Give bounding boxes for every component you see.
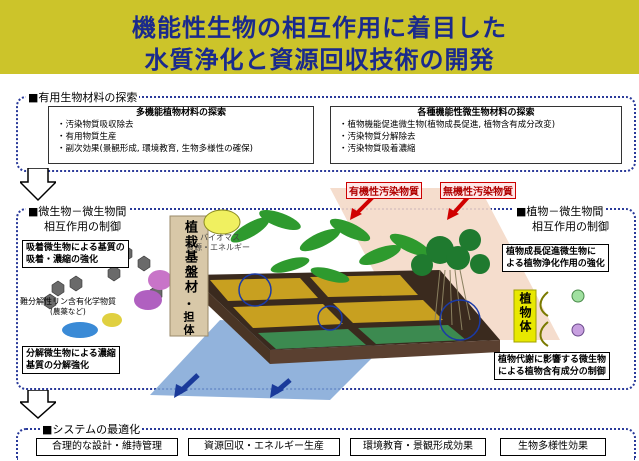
degradation-line-2: 基質の分解強化 bbox=[26, 361, 90, 371]
plant-body-shapes bbox=[539, 291, 549, 347]
microbe-materials-item: ・汚染物質分解除去 bbox=[339, 132, 416, 142]
metabolism-line-1: 植物代謝に影響する微生物 bbox=[498, 355, 607, 365]
compound-sublabel: (農薬など) bbox=[50, 307, 86, 316]
materials-section bbox=[16, 96, 636, 172]
materials-label: ■有用生物材料の探索 bbox=[26, 89, 140, 105]
microbe-icon bbox=[571, 289, 585, 303]
adsorption-line-2: 吸着・濃縮の強化 bbox=[26, 255, 99, 265]
growth-promotion-box: 植物成長促進微生物に よる植物浄化作用の強化 bbox=[502, 244, 609, 272]
microbe-materials-item: ・植物機能促進微生物(植物成長促進, 植物含有成分改変) bbox=[339, 120, 556, 130]
organic-pollutant-label: 有機性汚染物質 bbox=[346, 182, 422, 199]
highlight-circle bbox=[317, 305, 343, 331]
plant-materials-item: ・有用物質生産 bbox=[57, 132, 117, 142]
plant-materials-item: ・副次効果(景観形成, 環境教育, 生物多様性の確保) bbox=[57, 144, 253, 154]
microbe-blob bbox=[134, 290, 162, 310]
water-plants bbox=[411, 229, 490, 276]
microbe-blob bbox=[102, 313, 122, 327]
platform-side bbox=[190, 275, 270, 364]
platform-edge bbox=[270, 340, 500, 364]
pollutant-flow-band bbox=[330, 188, 560, 340]
optimization-item: 環境教育・景観形成効果 bbox=[350, 438, 486, 456]
inorganic-pollutant-label: 無機性汚染物質 bbox=[440, 182, 516, 199]
compound-label: 難分解性リン含有化学物質 bbox=[20, 297, 116, 306]
title-line-2: 水質浄化と資源回収技術の開発 bbox=[144, 46, 495, 74]
microbe-materials-item: ・汚染物質吸着濃縮 bbox=[339, 144, 416, 154]
microbe-interaction-label: ■微生物－微生物間 bbox=[26, 203, 129, 219]
plant-body-column bbox=[513, 289, 537, 343]
microbe-materials-header: 各種機能性微生物材料の探索 bbox=[417, 108, 535, 118]
metabolism-line-2: による植物含有成分の制御 bbox=[498, 367, 606, 377]
adsorption-box: 吸着微生物による基質の 吸着・濃縮の強化 bbox=[22, 240, 129, 268]
plant-body-label: 植物体 bbox=[518, 292, 532, 334]
highlight-circle bbox=[238, 273, 272, 307]
resource-energy-label: 資源・エネルギー bbox=[186, 243, 250, 252]
biomass-icon bbox=[203, 209, 241, 235]
plant-interaction-label: ■植物－微生物間 bbox=[514, 203, 606, 219]
optimization-item: 資源回収・エネルギー生産 bbox=[188, 438, 340, 456]
biomass-label: バイオマス bbox=[200, 233, 240, 242]
plant-materials-header: 多機能植物材料の探索 bbox=[135, 108, 226, 118]
microbe-materials-panel: 各種機能性微生物材料の探索 ・植物機能促進微生物(植物成長促進, 植物含有成分改… bbox=[330, 106, 622, 164]
carrier-sublabel: ・担体 bbox=[182, 298, 195, 337]
plant-materials-panel: 多機能植物材料の探索 ・汚染物質吸収除去 ・有用物質生産 ・副次効果(景観形成,… bbox=[48, 106, 314, 164]
water-cells bbox=[258, 325, 466, 349]
metabolism-box: 植物代謝に影響する微生物 による植物含有成分の制御 bbox=[494, 352, 611, 380]
microbe-blob bbox=[148, 270, 172, 290]
plant-materials-item: ・汚染物質吸収除去 bbox=[57, 120, 134, 130]
down-arrow-icon bbox=[20, 390, 56, 420]
plant-leaves bbox=[230, 210, 431, 283]
growth-line-2: よる植物浄化作用の強化 bbox=[506, 259, 605, 269]
adsorption-line-1: 吸着微生物による基質の bbox=[26, 243, 125, 253]
purification-system-diagram bbox=[43, 188, 585, 400]
microbe-icon bbox=[571, 323, 585, 337]
degradation-box: 分解微生物による濃縮 基質の分解強化 bbox=[22, 346, 120, 374]
optimization-item: 生物多様性効果 bbox=[500, 438, 606, 456]
roots bbox=[434, 269, 471, 331]
down-arrow-icon bbox=[20, 168, 56, 202]
highlight-circle bbox=[439, 299, 481, 341]
microbe-blob bbox=[62, 322, 98, 338]
optimization-label: ■システムの最適化 bbox=[40, 421, 143, 437]
title-banner: 機能性生物の相互作用に着目した 水質浄化と資源回収技術の開発 bbox=[0, 0, 639, 74]
optimization-item: 合理的な設計・維持管理 bbox=[36, 438, 178, 456]
degradation-line-1: 分解微生物による濃縮 bbox=[26, 349, 116, 359]
microbe-interaction-sublabel: 相互作用の制御 bbox=[44, 220, 121, 233]
plant-interaction-sublabel: 相互作用の制御 bbox=[532, 220, 609, 233]
optimization-section bbox=[16, 428, 636, 460]
title-line-1: 機能性生物の相互作用に着目した bbox=[132, 14, 507, 42]
growth-line-1: 植物成長促進微生物に bbox=[506, 247, 597, 257]
carrier-label: 植栽基盤材 bbox=[182, 220, 197, 295]
carrier-pillar bbox=[169, 215, 209, 337]
